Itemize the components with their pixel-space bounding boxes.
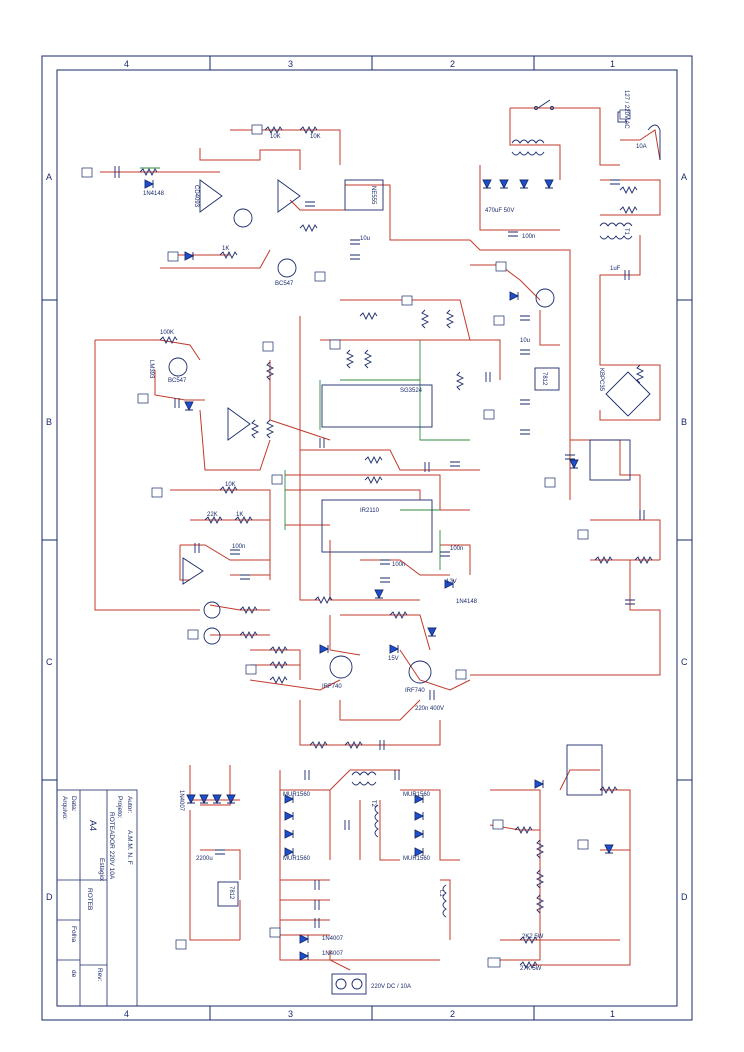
label-r10k-b: 10K: [310, 134, 321, 140]
label-d4007-c: 1N4007: [322, 951, 344, 957]
col-label-top-1: 1: [610, 59, 615, 69]
title-block: [56, 789, 138, 1007]
label-v15: 15V: [388, 656, 399, 662]
label-mur-b: MUR1560: [403, 792, 431, 798]
title-estagio-label: Estagio:: [98, 858, 105, 882]
title-folha-label: Folha: [70, 926, 77, 943]
switch: [534, 99, 554, 110]
title-projeto-value: ROTEADOR 220V 10A: [108, 812, 115, 880]
label-cd4093: CD4093: [193, 185, 199, 208]
label-output-power: 220V DC / 10A: [371, 984, 411, 990]
row-label-left-C: C: [46, 657, 53, 667]
col-label-top-4: 4: [124, 59, 129, 69]
label-r1k: 1K: [222, 246, 229, 252]
col-label-top-3: 3: [288, 59, 293, 69]
label-ne555: NE555: [370, 186, 376, 205]
col-label-top-2: 2: [450, 59, 455, 69]
label-ic-main: IR2110: [360, 508, 380, 514]
label-d4007-a: 1N4007: [178, 790, 184, 812]
label-irf-right: IRF740: [405, 688, 425, 694]
label-r10k-a: 10K: [270, 134, 281, 140]
title-estagio-value: ROTEB: [86, 888, 93, 910]
col-label-bottom-1: 1: [610, 1009, 615, 1019]
title-autor-value: A.M.M. N. F: [126, 830, 133, 865]
row-label-right-D: D: [681, 892, 688, 902]
label-r10k-c: 10K: [225, 482, 236, 488]
label-r27k: 27K 5W: [520, 966, 542, 972]
transistors: [168, 208, 555, 684]
label-c100n-a: 100n: [232, 544, 245, 550]
frame-labels: 4 3 2 1 4 3 2 1 A B C D A B C D: [46, 59, 688, 1019]
label-c100n-c: 100n: [450, 546, 463, 552]
drawing-frame: [41, 55, 693, 1021]
label-c100n-d: 100n: [522, 234, 535, 240]
label-l1: L1: [438, 890, 444, 897]
label-tip: BC547: [275, 281, 294, 287]
label-c220n: 220n 400V: [415, 706, 444, 712]
label-irf-left: IRF740: [322, 684, 342, 690]
bridge-rectifier: [605, 371, 651, 417]
label-c1u: 1uF: [610, 266, 621, 272]
label-c10u: 10u: [360, 236, 370, 242]
title-size: A4: [88, 820, 98, 831]
diodes: [144, 179, 614, 961]
label-r100k: 100K: [160, 330, 174, 336]
title-projeto-label: Projeto:: [116, 796, 123, 819]
row-label-right-C: C: [681, 657, 688, 667]
label-reg7812: 7812: [228, 886, 234, 900]
label-c10u-b: 10u: [520, 338, 530, 344]
title-rev-label: Rev:: [96, 968, 103, 982]
col-label-bottom-2: 2: [450, 1009, 455, 1019]
row-label-left-B: B: [46, 417, 52, 427]
label-tip-b: BC547: [168, 378, 187, 384]
green-wires: [140, 167, 470, 570]
label-fuse: 10A: [636, 144, 647, 150]
label-mur-a: MUR1560: [283, 792, 311, 798]
row-label-left-A: A: [46, 172, 52, 182]
label-c100n-b: 100n: [392, 562, 405, 568]
label-r22k: 22K: [207, 512, 218, 518]
label-mur-c: MUR1560: [283, 856, 311, 862]
net-labels: [81, 109, 631, 968]
wires: [94, 107, 661, 971]
op-amps: [182, 179, 301, 585]
label-ic-pwm: SG3524: [400, 388, 423, 394]
label-d4007-b: 1N4007: [322, 936, 344, 942]
components: [114, 99, 661, 995]
label-d4148-a: 1N4148: [143, 191, 165, 197]
title-block-text: Autor: A.M.M. N. F Projeto: ROTEADOR 220…: [61, 796, 133, 982]
label-d4148-b: 1N4148: [456, 599, 478, 605]
col-label-bottom-4: 4: [124, 1009, 129, 1019]
label-lm393: LM393: [148, 360, 154, 379]
capacitors: [114, 166, 645, 928]
label-reg7812-b: 7812: [541, 372, 547, 386]
row-label-right-B: B: [681, 417, 687, 427]
label-t1: T1: [623, 228, 629, 236]
resistors: [139, 125, 653, 970]
integrated-circuits: [217, 179, 631, 907]
label-input-power: 127 / 220V AC: [623, 90, 629, 129]
output-connector: [331, 973, 367, 995]
label-r1k-b: 1K: [236, 512, 243, 518]
title-data-label: Data:: [70, 796, 77, 812]
label-bridge: KBPC35: [598, 368, 604, 392]
label-c2200: 2200u: [196, 856, 213, 862]
title-de-label: de: [70, 970, 77, 978]
label-v12: 12V: [446, 579, 457, 585]
title-autor-label: Autor:: [126, 796, 133, 814]
transformers: [351, 139, 633, 918]
label-cap-470: 470uF 50V: [485, 208, 514, 214]
label-r2k2: 2K2 5W: [522, 934, 544, 940]
label-t2: T2: [370, 800, 376, 808]
row-label-left-D: D: [46, 892, 53, 902]
col-label-bottom-3: 3: [288, 1009, 293, 1019]
label-mur-d: MUR1560: [403, 856, 431, 862]
title-arquivo-label: Arquivo:: [61, 796, 68, 820]
row-label-right-A: A: [681, 172, 687, 182]
component-text: 127 / 220V AC 470uF 50V KBPC35 IR2110 SG…: [143, 90, 647, 990]
